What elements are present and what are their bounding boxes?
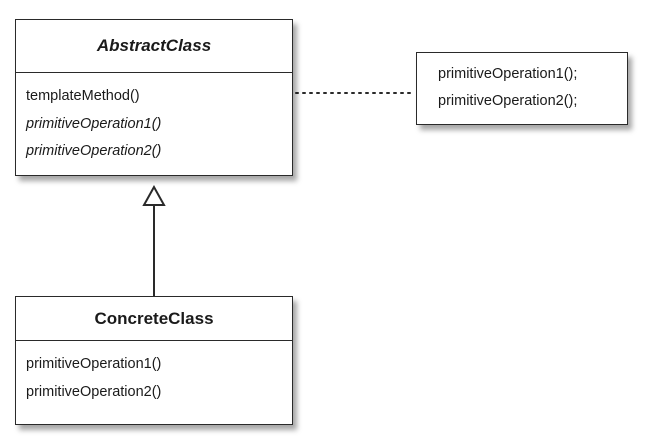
abstract-class-operations: templateMethod() primitiveOperation1() p…	[16, 73, 292, 166]
concrete-class-name: ConcreteClass	[16, 297, 292, 341]
abstract-class-box: AbstractClass templateMethod() primitive…	[15, 19, 293, 176]
concrete-class-box: ConcreteClass primitiveOperation1() prim…	[15, 296, 293, 425]
note-line-1: primitiveOperation1();	[438, 66, 578, 82]
abstract-operation-template-method: templateMethod()	[26, 88, 140, 104]
inheritance-arrowhead-icon	[142, 184, 166, 206]
abstract-operation-primitive-1: primitiveOperation1()	[26, 115, 162, 132]
abstract-operation-primitive-2: primitiveOperation2()	[26, 143, 162, 159]
concrete-operation-primitive-2: primitiveOperation2()	[26, 383, 162, 400]
note-line-2: primitiveOperation2();	[438, 93, 578, 109]
concrete-operation-primitive-1: primitiveOperation1()	[26, 356, 162, 372]
concrete-class-operations: primitiveOperation1() primitiveOperation…	[16, 341, 292, 406]
abstract-class-name: AbstractClass	[16, 20, 292, 73]
note-body: primitiveOperation1(); primitiveOperatio…	[417, 53, 627, 115]
template-method-note: primitiveOperation1(); primitiveOperatio…	[416, 52, 628, 125]
